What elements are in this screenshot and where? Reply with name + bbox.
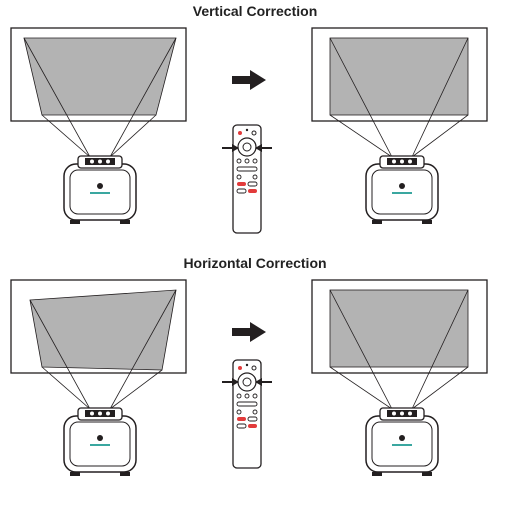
remote-control-icon — [232, 359, 262, 469]
projector-icon — [63, 155, 137, 225]
screen-after — [311, 27, 488, 122]
projection-beams-after — [329, 37, 469, 158]
screen-after — [311, 279, 488, 374]
projector-icon — [365, 407, 439, 477]
projection-beams-after — [329, 289, 469, 410]
arrow-right-icon — [232, 322, 266, 342]
screen-before — [10, 27, 187, 122]
arrow-pointer-icon — [255, 144, 272, 152]
arrow-right-icon — [232, 70, 266, 90]
projector-icon — [365, 155, 439, 225]
horizontal-correction-title: Horizontal Correction — [183, 255, 327, 271]
projector-icon — [63, 407, 137, 477]
remote-control-icon — [232, 124, 262, 234]
horizontal-correction-diagram — [10, 279, 488, 477]
projection-beams-before — [23, 37, 177, 158]
screen-before — [10, 279, 187, 374]
arrow-pointer-icon — [255, 378, 272, 386]
vertical-correction-title: Vertical Correction — [192, 3, 318, 19]
vertical-correction-diagram — [10, 27, 488, 234]
arrow-pointer-icon — [222, 378, 239, 386]
arrow-pointer-icon — [222, 144, 239, 152]
projection-beams-before — [29, 289, 177, 410]
